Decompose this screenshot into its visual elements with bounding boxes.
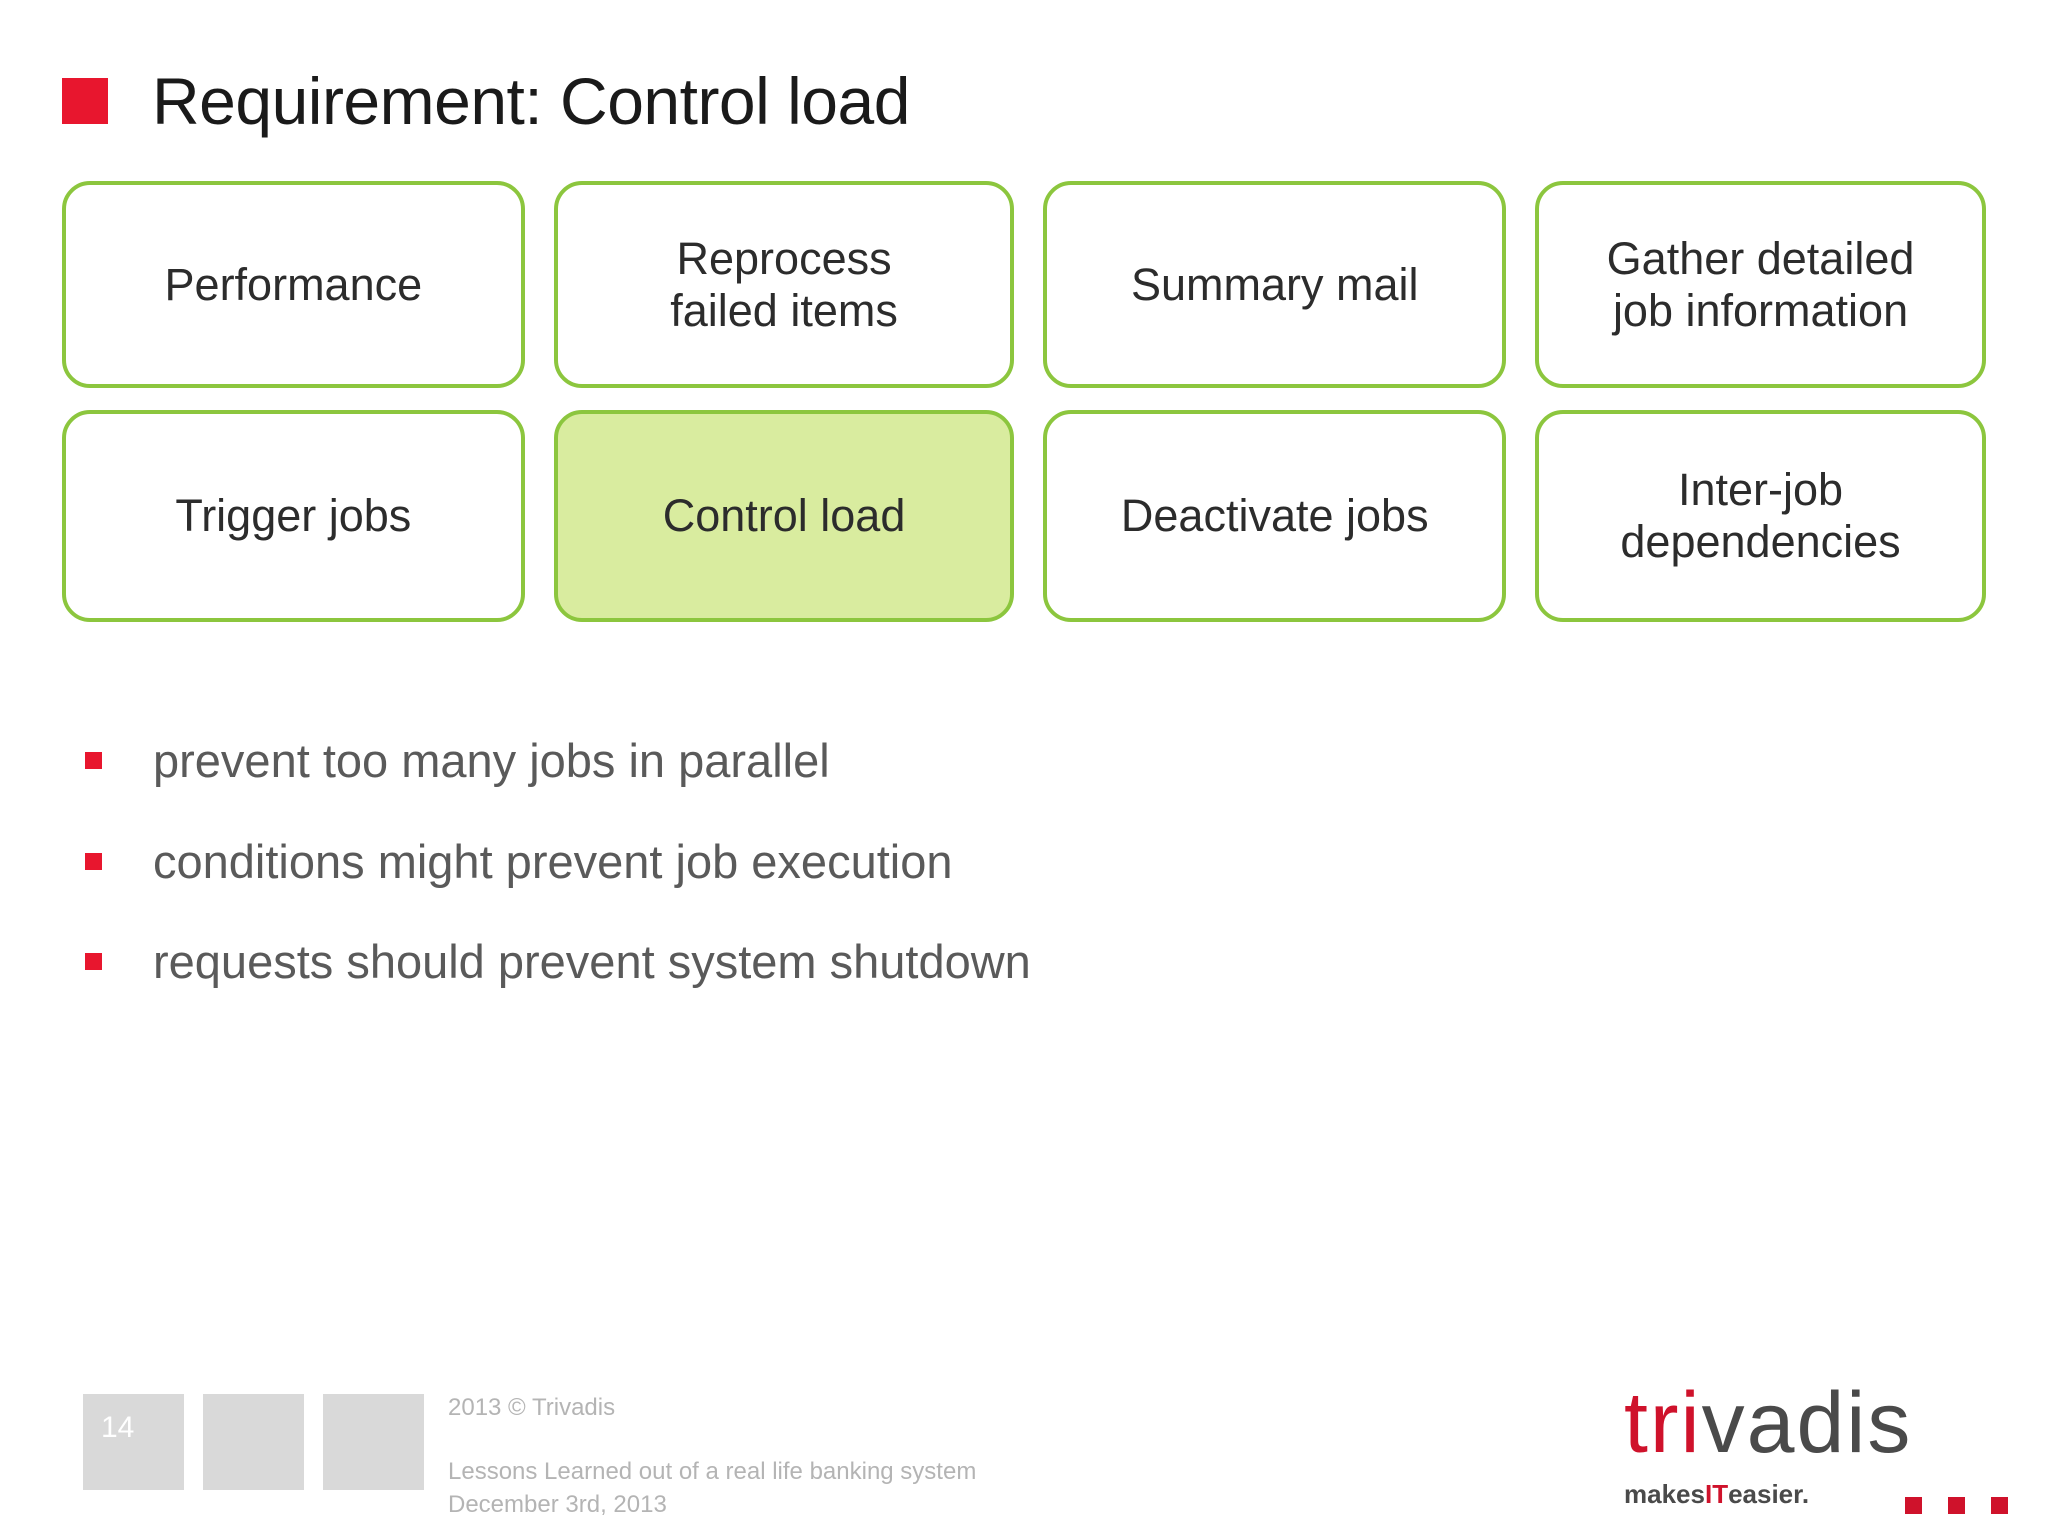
- logo-dot-icon: [1948, 1497, 1965, 1514]
- page-number-block: 14: [83, 1394, 184, 1490]
- requirements-row-2: Trigger jobs Control load Deactivate job…: [62, 410, 1986, 622]
- footer-block-3: [323, 1394, 424, 1490]
- logo-wordmark-red: tri: [1624, 1375, 1702, 1471]
- requirement-box-trigger-jobs[interactable]: Trigger jobs: [62, 410, 525, 622]
- list-item: prevent too many jobs in parallel: [85, 735, 1585, 787]
- logo-tagline-before: makes: [1624, 1479, 1705, 1509]
- requirement-box-label: Performance: [164, 258, 423, 310]
- logo-dot-icon: [1905, 1497, 1922, 1514]
- list-item-label: prevent too many jobs in parallel: [153, 734, 830, 787]
- footer-decoration-blocks: 14: [83, 1394, 424, 1490]
- list-item-label: conditions might prevent job execution: [153, 834, 953, 888]
- footer-text-group: 2013 © Trivadis Lessons Learned out of a…: [448, 1396, 976, 1517]
- footer-copyright: 2013 © Trivadis: [448, 1394, 616, 1421]
- logo-dot-icon: [1991, 1497, 2008, 1514]
- requirement-box-performance[interactable]: Performance: [62, 181, 525, 388]
- page-title: Requirement: Control load: [62, 68, 910, 134]
- logo-dots: [1905, 1497, 2008, 1514]
- page-number: 14: [101, 1411, 135, 1444]
- requirement-box-control-load[interactable]: Control load: [553, 410, 1015, 622]
- logo-tagline: makes IT easier.: [1624, 1481, 2014, 1507]
- requirement-box-label: Control load: [662, 490, 906, 542]
- logo-tagline-after: easier.: [1728, 1479, 1810, 1509]
- red-square-icon: [62, 78, 108, 124]
- square-bullet-icon: [85, 953, 102, 971]
- list-item: requests should prevent system shutdown: [85, 936, 1585, 988]
- slide-footer: 14 2013 © Trivadis Lessons Learned out o…: [0, 1394, 2048, 1536]
- requirement-box-label: Summary mail: [1130, 258, 1419, 310]
- logo-wordmark-grey: vadis: [1701, 1375, 1913, 1471]
- list-item: conditions might prevent job execution: [85, 834, 1585, 888]
- square-bullet-icon: [85, 752, 102, 769]
- requirement-box-summary-mail[interactable]: Summary mail: [1043, 181, 1507, 388]
- square-bullet-icon: [85, 852, 102, 870]
- page-title-text: Requirement: Control load: [152, 64, 910, 138]
- footer-block-2: [203, 1394, 304, 1490]
- logo-tagline-it: IT: [1704, 1479, 1729, 1509]
- bullet-list: prevent too many jobs in parallel condit…: [85, 735, 1585, 1037]
- requirement-box-label: Trigger jobs: [175, 490, 412, 542]
- requirement-box-deactivate-jobs[interactable]: Deactivate jobs: [1043, 410, 1507, 622]
- footer-date: December 3rd, 2013: [448, 1491, 667, 1518]
- requirement-box-label: Deactivate jobs: [1120, 490, 1429, 542]
- footer-subtitle: Lessons Learned out of a real life banki…: [448, 1458, 977, 1485]
- list-item-label: requests should prevent system shutdown: [153, 935, 1031, 989]
